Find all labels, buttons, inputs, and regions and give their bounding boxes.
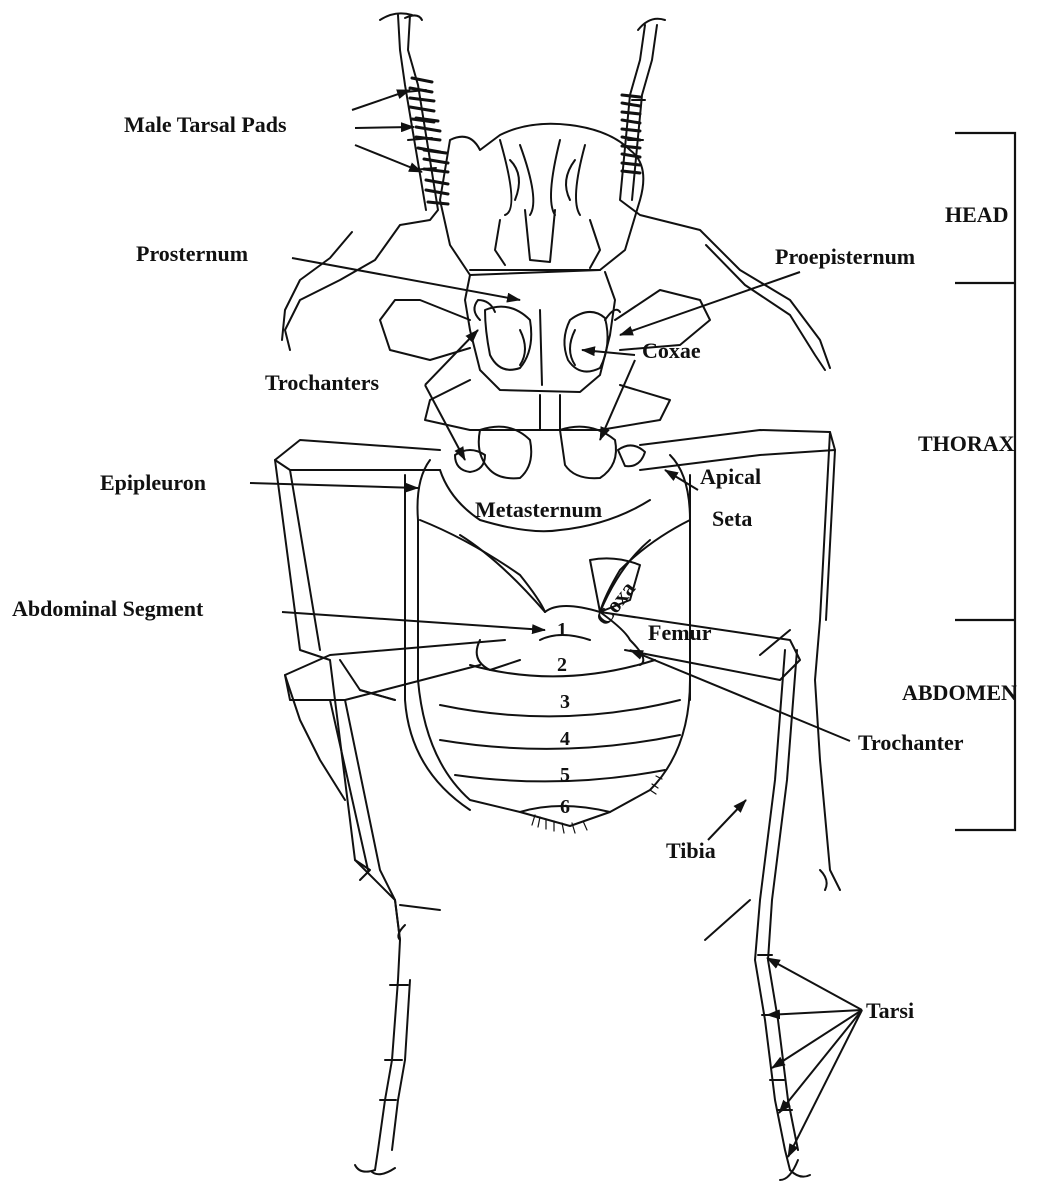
region-thorax-label: THORAX	[918, 433, 1015, 455]
hind-legs-lower	[330, 650, 810, 1180]
proepisternum-label: Proepisternum	[775, 246, 915, 268]
segment-number: 5	[560, 765, 570, 785]
epipleuron-label: Epipleuron	[100, 472, 206, 494]
trochanter-label: Trochanter	[858, 732, 964, 754]
region-abdomen-label: ABDOMEN	[902, 682, 1017, 704]
tibia-label: Tibia	[666, 840, 716, 862]
mid-coxae	[455, 427, 645, 479]
hind-leg-proximal	[285, 558, 800, 800]
abdominal-segment-label: Abdominal Segment	[12, 598, 203, 620]
segment-number: 6	[560, 797, 570, 817]
metasternum-label: Metasternum	[475, 499, 602, 521]
right-antenna	[620, 19, 830, 370]
coxae-label: Coxae	[642, 340, 701, 362]
region-bracket	[955, 133, 1015, 830]
region-head-label: HEAD	[945, 204, 1009, 226]
abdomen-bristles	[532, 776, 662, 833]
segment-number: 4	[560, 729, 570, 749]
mesothorax	[425, 380, 670, 430]
segment-number: 1	[557, 620, 567, 640]
leader-lines	[250, 90, 862, 1157]
segment-number: 3	[560, 692, 570, 712]
prosternum-label: Prosternum	[136, 243, 248, 265]
head	[440, 124, 643, 275]
tarsal-pads	[410, 78, 640, 204]
tarsi-label: Tarsi	[866, 1000, 914, 1022]
prothorax	[465, 272, 615, 392]
apical-seta-label-line2: Seta	[712, 508, 752, 530]
apical-seta-label-line1: Apical	[700, 466, 761, 488]
trochanters-label: Trochanters	[265, 372, 379, 394]
segment-number: 2	[557, 655, 567, 675]
femur-label: Femur	[648, 622, 712, 644]
male-tarsal-pads-label: Male Tarsal Pads	[124, 114, 287, 136]
